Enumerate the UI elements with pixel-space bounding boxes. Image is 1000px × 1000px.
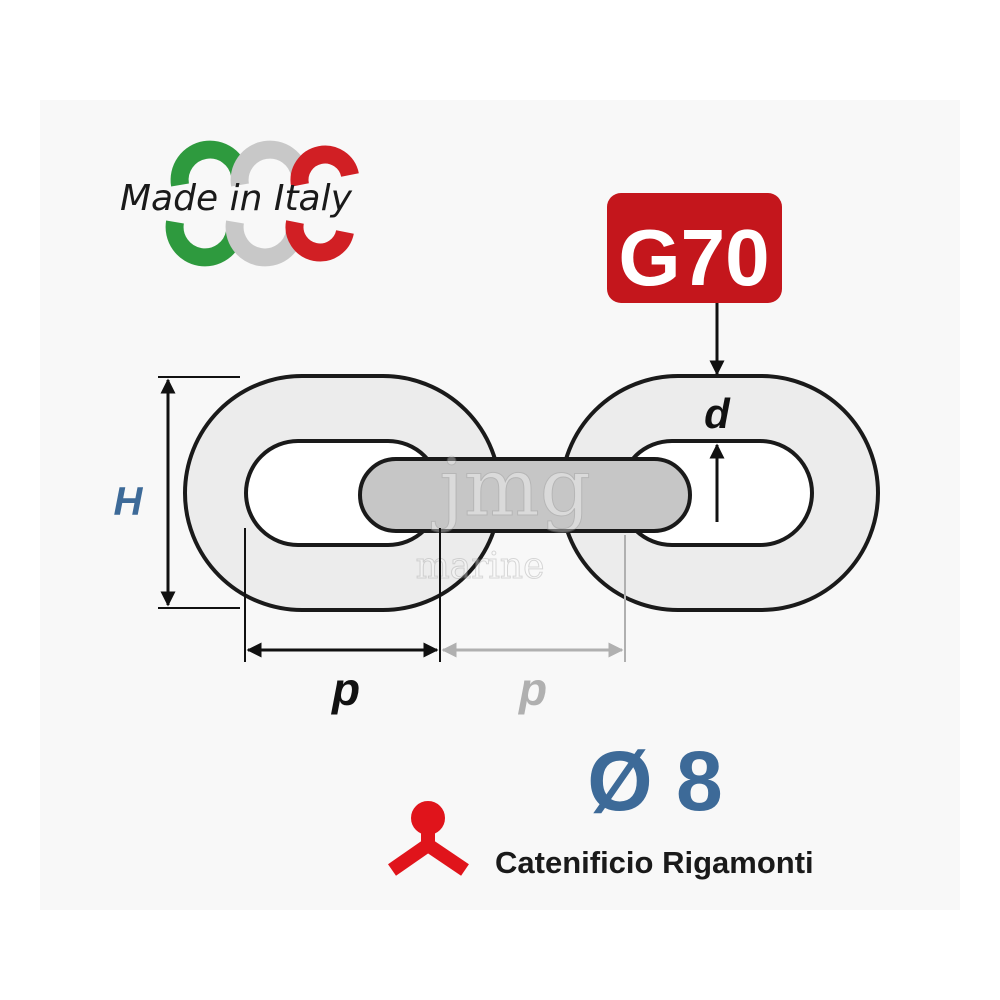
rigamonti-logo: Catenificio Rigamonti xyxy=(388,801,814,880)
pitch-label: p xyxy=(330,663,360,715)
brand-name: Catenificio Rigamonti xyxy=(495,845,814,880)
watermark: jmg marine xyxy=(415,441,591,588)
height-label: H xyxy=(114,480,144,524)
grade-badge: G70 xyxy=(607,193,782,303)
diameter-label: d xyxy=(704,390,731,437)
diameter-dimension: d xyxy=(704,303,731,522)
pitch-label-2: p xyxy=(517,663,547,715)
made-in-italy-text: Made in Italy xyxy=(120,178,353,219)
middle-link xyxy=(358,457,692,533)
pitch-dimension: p xyxy=(244,528,441,715)
pitch-dimension-secondary: p xyxy=(441,535,626,715)
size-label: Ø 8 xyxy=(587,734,722,828)
svg-text:marine: marine xyxy=(416,546,545,587)
svg-text:jmg: jmg xyxy=(431,441,591,534)
grade-text: G70 xyxy=(618,213,769,302)
height-dimension: H xyxy=(114,376,240,609)
made-in-italy-logo: Made in Italy xyxy=(120,140,359,267)
